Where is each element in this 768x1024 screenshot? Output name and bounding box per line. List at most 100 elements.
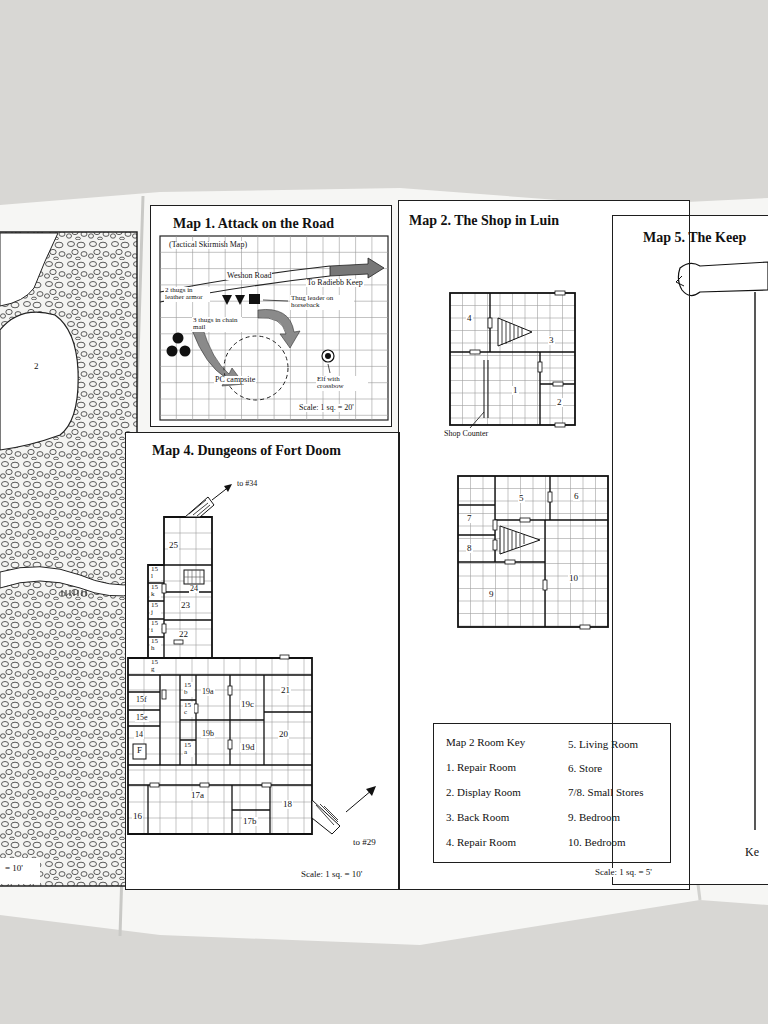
panel-title: Map 2. The Shop in Luin — [409, 213, 559, 228]
map2-drawing — [543, 580, 547, 590]
left-map — [0, 232, 137, 886]
map2-drawing — [493, 520, 497, 530]
left-map — [62, 590, 86, 596]
grid-line — [208, 658, 209, 834]
room-number: 19a — [201, 688, 215, 696]
room-number: 15 h — [150, 638, 161, 653]
grid-line — [458, 488, 608, 489]
left-map — [0, 312, 78, 450]
map-label: to #29 — [352, 838, 377, 847]
map4-drawing — [128, 517, 312, 834]
map-label: Scale: 1 sq. = 10' — [300, 870, 363, 879]
map2-drawing — [580, 625, 590, 629]
map-panel: Map 2. The Shop in LuinMap 2 Room Key1. … — [398, 200, 690, 890]
grid-line — [533, 476, 534, 627]
room-number: 15e — [135, 714, 149, 722]
map4-drawing — [162, 690, 166, 699]
map2-drawing — [488, 318, 492, 328]
map5-drawing — [678, 262, 768, 296]
room-number: 23 — [180, 601, 191, 610]
map2-drawing — [498, 318, 532, 346]
room-number: 17b — [242, 817, 258, 826]
room-number: 15 a — [183, 742, 194, 757]
grid-line — [595, 476, 596, 627]
map1-drawing — [330, 258, 384, 278]
room-number: 22 — [178, 630, 189, 639]
map4-drawing — [184, 570, 204, 584]
room-number: 2 — [33, 362, 40, 371]
map2-drawing — [458, 476, 608, 627]
map5-drawing — [676, 276, 684, 286]
map-panel: Map 4. Dungeons of Fort Doom — [125, 432, 400, 890]
grid-line — [160, 399, 388, 400]
map-label: Shop Counter — [443, 430, 491, 438]
panel-grounds — [150, 205, 392, 427]
grid-line — [450, 355, 575, 356]
map1-drawing — [328, 364, 330, 373]
map-label: Thug leader on horseback — [290, 295, 354, 310]
key-heading: Map 2 Room Key — [446, 736, 525, 748]
grid-line — [458, 551, 608, 552]
room-number: 25 — [168, 541, 179, 550]
map4-drawing — [128, 658, 312, 834]
panel-title: Map 4. Dungeons of Fort Doom — [152, 443, 341, 458]
grid-line — [458, 526, 608, 527]
map4-drawing — [228, 740, 232, 749]
grid-line — [160, 366, 388, 367]
map2-drawing — [493, 540, 497, 550]
map1-drawing — [160, 236, 388, 420]
grid-line — [458, 501, 608, 502]
map4-drawing — [185, 497, 214, 517]
room-number: 10 — [568, 574, 579, 583]
map1-drawing — [180, 346, 191, 357]
map4-drawing — [148, 517, 212, 658]
room-number: 21 — [280, 686, 291, 695]
grid-line — [339, 236, 340, 420]
map5-drawing — [754, 292, 755, 830]
left-map — [0, 233, 58, 306]
map1-drawing — [160, 236, 388, 420]
grid-line — [180, 517, 181, 565]
grid-line — [304, 658, 305, 834]
map4-drawing — [224, 484, 232, 492]
map4-drawing — [150, 783, 159, 787]
grid-line — [176, 236, 177, 420]
room-number: 14 — [134, 731, 144, 739]
grid-line — [323, 236, 324, 420]
map-label: 3 thugs in chain mail — [192, 317, 242, 332]
map-label: Scale: 1 sq. = 5' — [594, 868, 653, 877]
map2-drawing — [505, 560, 515, 564]
key-entry: 5. Living Room — [568, 738, 638, 750]
grid-line — [160, 350, 388, 351]
map2-drawing — [470, 291, 565, 427]
map-label: PC campsite — [214, 376, 256, 384]
map4-drawing — [200, 783, 209, 787]
room-number: 24 — [189, 585, 199, 593]
grid-line — [256, 658, 257, 834]
key-entry: 3. Back Room — [446, 811, 509, 823]
grid-line — [128, 818, 312, 819]
grid-line — [128, 706, 312, 707]
grid-line — [274, 236, 275, 420]
map1-drawing — [249, 294, 260, 304]
map4-drawing — [133, 744, 146, 759]
map4-drawing — [128, 675, 312, 834]
map2-drawing — [520, 518, 530, 522]
grid-line — [558, 476, 559, 627]
key-entry: 6. Store — [568, 762, 602, 774]
map-label: Elf with crossbow — [316, 376, 368, 391]
key-entry: 4. Repair Room — [446, 836, 516, 848]
map2-drawing — [555, 423, 565, 427]
map2-drawing — [450, 293, 608, 627]
grid-line — [196, 517, 197, 565]
map1-drawing — [325, 353, 331, 359]
grid-line — [164, 533, 212, 534]
map4-drawing — [312, 800, 340, 834]
map4-drawing — [262, 783, 271, 787]
room-number: 16 — [132, 812, 143, 821]
map2-drawing — [538, 362, 542, 372]
key-entry: 2. Display Room — [446, 786, 521, 798]
map1-drawing — [322, 350, 334, 362]
room-number: 6 — [573, 492, 580, 501]
grid-line — [306, 236, 307, 420]
